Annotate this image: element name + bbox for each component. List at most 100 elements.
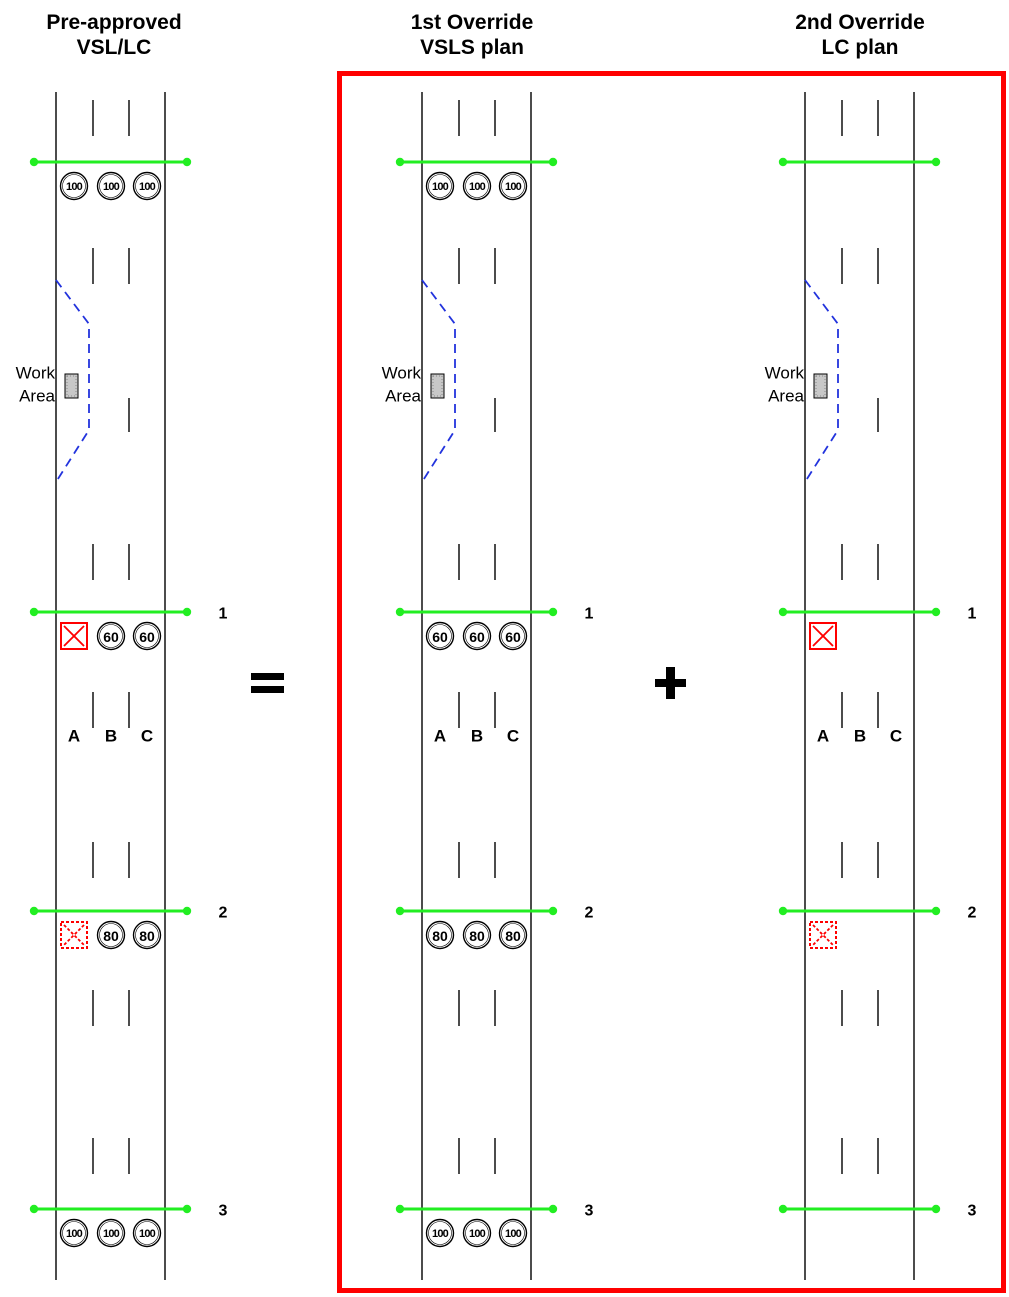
gantry-endpoint (548, 157, 558, 167)
title-vsls-plan: 1st Override VSLS plan (411, 10, 534, 60)
speed-limit-sign-ring (501, 624, 525, 648)
gantry-endpoint (182, 607, 192, 617)
speed-limit-value: 60 (432, 629, 448, 645)
gantry-number: 3 (968, 1203, 977, 1220)
lane-label-a: A (68, 727, 80, 746)
lane-closed-cross (63, 625, 85, 647)
title-pre-approved-line2: VSL/LC (76, 36, 152, 59)
speed-limit-sign (498, 920, 528, 950)
speed-limit-sign (59, 171, 89, 201)
work-area-block (430, 373, 445, 399)
speed-limit-sign-ring (428, 1221, 452, 1245)
gantry-endpoint (395, 157, 405, 167)
gantry-endpoint (182, 157, 192, 167)
lane-label-b: B (105, 727, 117, 746)
lane-closed-cross (812, 625, 834, 647)
equals-bar-bottom (251, 686, 284, 693)
gantry-endpoint (931, 157, 941, 167)
lane-label-a: A (434, 727, 446, 746)
lane-label-a: A (817, 727, 829, 746)
gantry-endpoint (548, 906, 558, 916)
work-area-block (64, 373, 79, 399)
equals-sign: = (251, 673, 284, 693)
speed-limit-sign-ring (135, 174, 159, 198)
work-area-label-line2: Area (19, 387, 55, 406)
speed-limit-sign-ring (99, 923, 123, 947)
gantry-endpoint (182, 906, 192, 916)
gantry-endpoint (29, 1204, 39, 1214)
speed-limit-sign (498, 621, 528, 651)
speed-limit-value: 80 (432, 928, 448, 944)
gantry-endpoint (778, 607, 788, 617)
lane-label-c: C (141, 727, 153, 746)
work-area-label-line1: Work (382, 364, 422, 383)
speed-limit-sign-ring (465, 1221, 489, 1245)
speed-limit-sign-ring (501, 174, 525, 198)
work-area-label-line1: Work (16, 364, 56, 383)
gantry-endpoint (778, 906, 788, 916)
gantry-number: 2 (219, 905, 228, 922)
gantry-endpoint (182, 1204, 192, 1214)
speed-limit-value: 100 (66, 181, 83, 193)
speed-limit-value: 100 (103, 181, 120, 193)
plus-bar-vertical (666, 667, 675, 699)
speed-limit-sign-ring (465, 174, 489, 198)
lane-label-c: C (890, 727, 902, 746)
gantry-number: 3 (585, 1203, 594, 1220)
work-area-block (813, 373, 828, 399)
speed-limit-sign-ring (428, 174, 452, 198)
speed-limit-sign (425, 171, 455, 201)
speed-limit-sign (462, 920, 492, 950)
speed-limit-value: 100 (66, 1228, 83, 1240)
override-highlight-frame (337, 71, 1006, 1293)
speed-limit-sign (96, 171, 126, 201)
work-area-block-hatch (815, 375, 826, 397)
speed-limit-sign (425, 920, 455, 950)
gantry-endpoint (778, 1204, 788, 1214)
title-pre-approved: Pre-approved VSL/LC (46, 10, 181, 60)
speed-limit-sign-ring (465, 923, 489, 947)
speed-limit-sign (132, 171, 162, 201)
speed-limit-value: 60 (505, 629, 521, 645)
title-vsls-plan-line1: 1st Override (410, 11, 534, 34)
gantry-endpoint (395, 906, 405, 916)
speed-limit-sign (96, 1218, 126, 1248)
speed-limit-sign (96, 621, 126, 651)
speed-limit-sign (462, 621, 492, 651)
speed-limit-sign-ring (99, 174, 123, 198)
speed-limit-value: 80 (103, 928, 119, 944)
speed-limit-value: 60 (103, 629, 119, 645)
equals-bar-top (251, 673, 284, 680)
gantry-endpoint (548, 1204, 558, 1214)
speed-limit-sign-ring (501, 1221, 525, 1245)
speed-limit-sign-ring (135, 624, 159, 648)
speed-limit-sign (59, 1218, 89, 1248)
title-pre-approved-line1: Pre-approved (46, 11, 182, 34)
speed-limit-sign (425, 621, 455, 651)
speed-limit-sign (425, 1218, 455, 1248)
gantry-endpoint (931, 607, 941, 617)
gantry-endpoint (395, 607, 405, 617)
speed-limit-sign-ring (135, 923, 159, 947)
lane-label-c: C (507, 727, 519, 746)
equals-sign-text: = (267, 682, 268, 684)
speed-limit-sign-ring (99, 1221, 123, 1245)
speed-limit-sign-ring (135, 1221, 159, 1245)
speed-limit-value: 100 (469, 181, 486, 193)
work-area-label-line2: Area (385, 387, 421, 406)
title-lc-plan-line2: LC plan (821, 36, 899, 59)
speed-limit-value: 100 (103, 1228, 120, 1240)
gantry-endpoint (395, 1204, 405, 1214)
speed-limit-value: 60 (469, 629, 485, 645)
speed-limit-sign-ring (428, 923, 452, 947)
work-area-taper (804, 279, 839, 483)
title-lc-plan: 2nd Override LC plan (795, 10, 925, 60)
lane-label-b: B (471, 727, 483, 746)
work-area-taper (55, 279, 90, 483)
speed-limit-value: 80 (139, 928, 155, 944)
work-area-block-hatch (432, 375, 443, 397)
gantry-number: 1 (585, 606, 594, 623)
speed-limit-value: 100 (469, 1228, 486, 1240)
